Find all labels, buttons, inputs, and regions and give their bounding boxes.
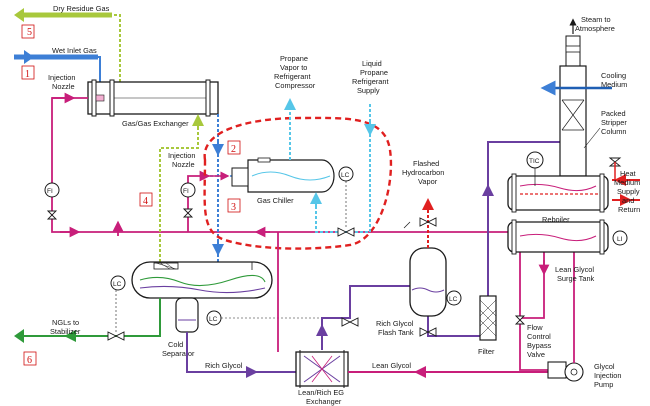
- lc-instrument-separator-boot: LC: [206, 310, 350, 326]
- wet-inlet-gas-label: Wet Inlet Gas: [52, 46, 97, 55]
- residue-gas-return-line: [159, 114, 204, 262]
- tic-instrument: TIC: [526, 151, 544, 186]
- rich-glycol-line: [186, 141, 560, 378]
- svg-text:LC: LC: [113, 281, 122, 288]
- glycol-pump-label: Glycol Injection Pump: [594, 362, 624, 389]
- cold-separator-label: Cold Separator: [162, 340, 195, 358]
- cold-separator: [131, 261, 273, 333]
- flow-control-label: Flow Control Bypass Valve: [527, 323, 553, 359]
- marker-2: 2: [231, 144, 236, 155]
- marker-6: 6: [27, 355, 32, 366]
- ngl-line: [14, 290, 161, 343]
- marker-3-box: [227, 198, 241, 213]
- svg-text:LC: LC: [209, 316, 218, 323]
- marker-6-box: [23, 351, 37, 366]
- steam-label: Steam to Atmosphere: [575, 15, 615, 33]
- lean-glycol-surge-tank: [507, 219, 609, 255]
- stripper-leader: [583, 127, 601, 149]
- marker-5-box: [21, 24, 35, 39]
- injection-nozzle-label-1: Injection Nozzle: [48, 73, 78, 91]
- packed-stripper-label: Packed Stripper Column: [601, 109, 629, 136]
- reboiler: [507, 157, 640, 213]
- svg-text:FI: FI: [47, 188, 53, 195]
- gas-chiller-label: Gas Chiller: [257, 196, 294, 205]
- fi-instrument-left: FI: [44, 182, 60, 220]
- glycol-injection-pump: [547, 248, 584, 382]
- reboiler-label: Reboiler: [542, 215, 570, 224]
- lean-glycol-surge-label: Lean Glycol Surge Tank: [555, 265, 596, 283]
- svg-text:TIC: TIC: [529, 158, 540, 165]
- lean-rich-exchanger-label: Lean/Rich EG Exchanger: [298, 388, 346, 406]
- li-instrument: LI: [612, 230, 628, 246]
- lc-instrument-chiller: LC: [337, 166, 355, 237]
- lean-rich-eg-exchanger: [295, 350, 349, 388]
- lc-instrument-separator-top: LC: [110, 275, 126, 291]
- wet-inlet-gas-line: [14, 50, 101, 82]
- marker-1: 1: [25, 69, 30, 80]
- cooling-medium-label: Cooling Medium: [601, 71, 628, 89]
- svg-text:LI: LI: [617, 236, 623, 243]
- injection-nozzle-label-2: Injection Nozzle: [168, 151, 198, 169]
- gas-chiller-highlight: [203, 116, 393, 250]
- flow-control-bypass-valve: [514, 234, 550, 325]
- liquid-propane-label: Liquid Propane Refrigerant Supply: [352, 59, 391, 95]
- marker-2-box: [227, 140, 241, 155]
- heat-medium-label: Heat Medium Supply and Return: [614, 169, 642, 214]
- dry-residue-gas-line: [14, 8, 121, 82]
- fi-instrument-right: FI: [180, 182, 196, 218]
- gas-gas-exchanger: [87, 79, 219, 117]
- lc-instrument-flash-tank: LC: [446, 290, 462, 306]
- gas-gas-exchanger-label: Gas/Gas Exchanger: [122, 119, 189, 128]
- svg-text:LC: LC: [341, 172, 350, 179]
- svg-text:FI: FI: [183, 188, 189, 195]
- marker-5: 5: [27, 27, 32, 38]
- rich-glycol-label: Rich Glycol: [205, 361, 243, 370]
- rich-glycol-flash-tank: [403, 198, 447, 337]
- filter: [479, 295, 497, 341]
- marker-1-box: [21, 65, 35, 80]
- filter-label: Filter: [478, 347, 495, 356]
- propane-vapor-label: Propane Vapor to Refrigerant Compressor: [274, 54, 316, 90]
- flashed-vapor-label: Flashed Hydrocarbon Vapor: [402, 159, 446, 186]
- marker-4: 4: [143, 196, 148, 207]
- marker-4-box: [139, 192, 153, 207]
- lean-glycol-label: Lean Glycol: [372, 361, 411, 370]
- ngls-label: NGLs to Stabilizer: [50, 318, 81, 336]
- svg-text:LC: LC: [449, 296, 458, 303]
- packed-stripper-column: [559, 18, 587, 177]
- dry-residue-gas-label: Dry Residue Gas: [53, 4, 110, 13]
- rich-glycol-flash-label: Rich Glycol Flash Tank: [376, 319, 415, 337]
- lean-glycol-line: [277, 232, 548, 378]
- marker-3: 3: [231, 202, 236, 213]
- gas-chiller: [208, 157, 335, 193]
- glycol-injection-line: [51, 92, 548, 371]
